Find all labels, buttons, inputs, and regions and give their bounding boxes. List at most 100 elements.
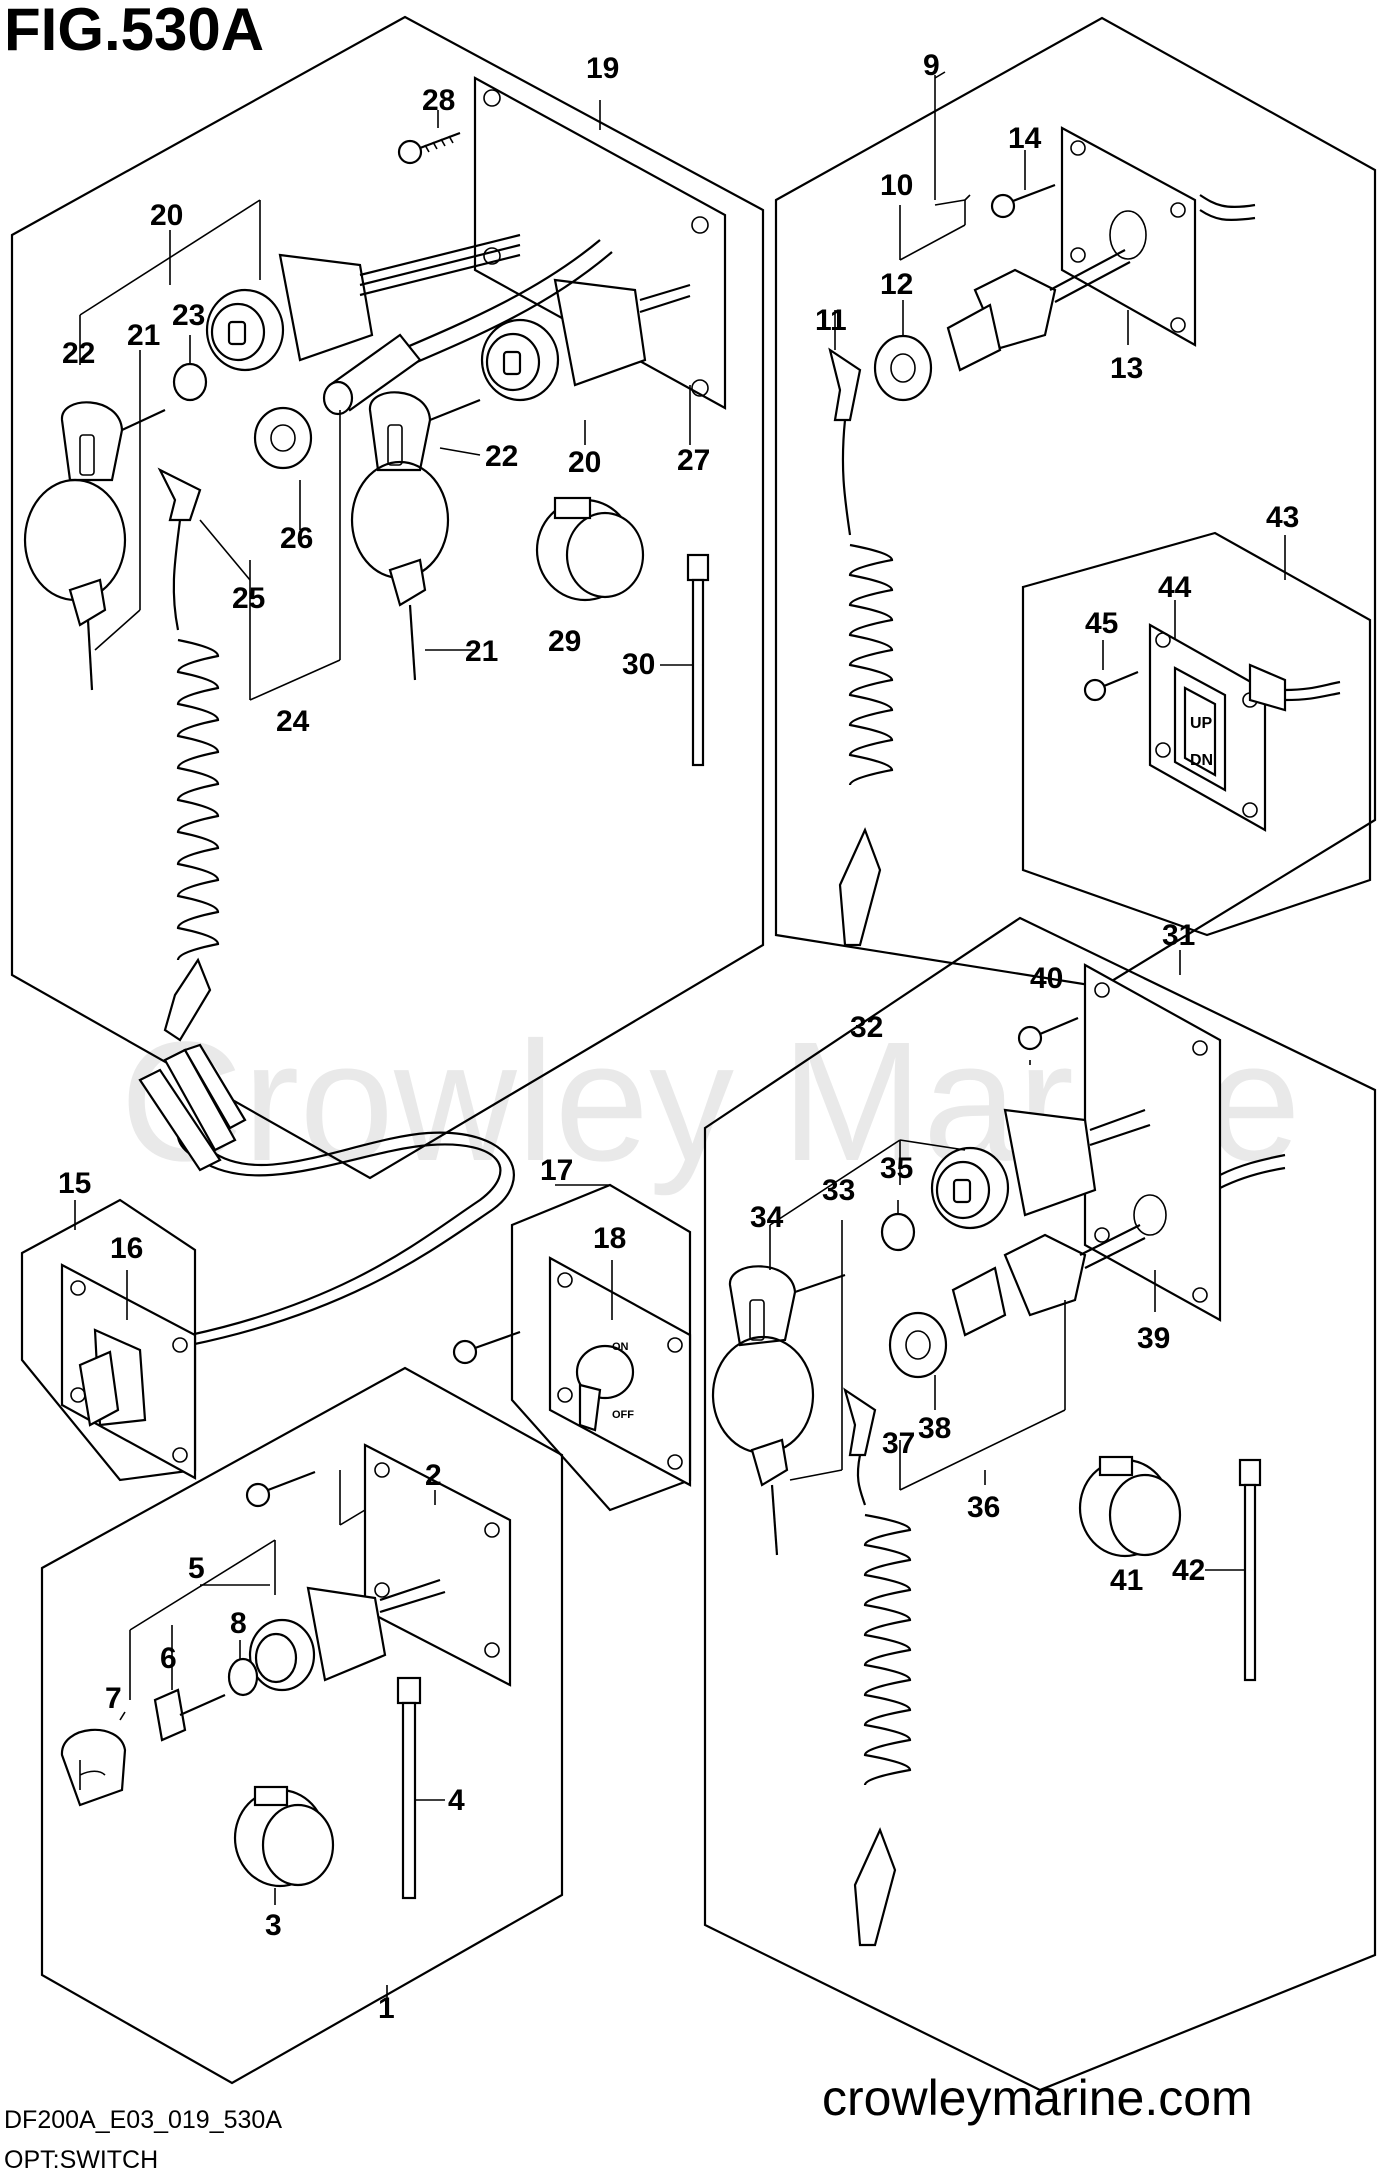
label-20a[interactable]: 20 [150,199,183,232]
label-5[interactable]: 5 [188,1552,205,1585]
label-9[interactable]: 9 [923,49,940,82]
leader-lines-17 [555,1184,613,1320]
group-box-43 [1021,531,1372,937]
leader-lines-1 [119,1470,445,2000]
label-34[interactable]: 34 [750,1201,784,1234]
label-24[interactable]: 24 [276,705,310,738]
switch-16 [78,1328,147,1427]
label-26[interactable]: 26 [280,522,313,555]
screw-14 [990,183,1056,219]
label-11[interactable]: 11 [815,304,847,337]
figure-title: FIG.530A [4,0,264,63]
label-39[interactable]: 39 [1137,1322,1170,1355]
label-35[interactable]: 35 [880,1152,913,1185]
dn-marking: DN [1190,752,1213,769]
part-labels: 28 19 20 23 22 21 22 20 27 26 25 29 21 3… [58,49,1299,2025]
up-marking: UP [1190,715,1213,732]
screw-45 [1083,670,1139,702]
label-4[interactable]: 4 [448,1784,465,1817]
cable-tie-4 [396,1676,422,1900]
harness-cable [138,1043,515,1347]
lanyard-25 [157,467,220,1042]
cap-35 [880,1212,916,1252]
panel-19 [473,76,727,410]
leader-lines-31 [769,950,1245,1571]
label-28[interactable]: 28 [422,84,455,117]
label-12[interactable]: 12 [880,268,913,301]
label-23[interactable]: 23 [172,299,205,332]
label-44[interactable]: 44 [1158,571,1192,604]
key-34 [711,1265,846,1556]
nut-12 [873,334,933,402]
label-27[interactable]: 27 [677,444,710,477]
label-2[interactable]: 2 [425,1459,442,1492]
toggle-switch-18: ON OFF [575,1341,634,1432]
label-7[interactable]: 7 [105,1682,122,1715]
panel-13 [1060,126,1197,347]
key-22-left [23,401,166,691]
screw-2 [245,1470,316,1508]
website-link[interactable]: crowleymarine.com [822,2070,1253,2126]
trim-rocker-44: UP DN [1173,663,1341,792]
lanyard-11 [828,347,894,947]
label-21a[interactable]: 21 [127,319,160,352]
label-22a[interactable]: 22 [62,337,95,370]
stop-switch-24 [322,333,422,416]
leader-lines-15 [74,1200,128,1320]
figure-code: DF200A_E03_019_530A [4,2106,282,2134]
group-box-31 [703,916,1377,2092]
key-22-right [350,391,481,681]
label-3[interactable]: 3 [265,1909,282,1942]
cable-tie-30 [686,553,710,767]
label-16[interactable]: 16 [110,1232,143,1265]
nut-26 [253,406,313,470]
label-43[interactable]: 43 [1266,501,1299,534]
label-42[interactable]: 42 [1172,1554,1205,1587]
stop-switch-10 [946,249,1131,372]
cap-23 [172,362,208,402]
leader-lines-top-left [79,100,693,701]
on-marking: ON [612,1341,629,1353]
label-15[interactable]: 15 [58,1167,91,1200]
label-22b[interactable]: 22 [485,440,518,473]
label-41[interactable]: 41 [1110,1564,1143,1597]
figure-caption: OPT:SWITCH [4,2146,158,2174]
label-18[interactable]: 18 [593,1222,626,1255]
label-20b[interactable]: 20 [568,446,601,479]
nut-38 [888,1311,948,1379]
label-33[interactable]: 33 [822,1174,855,1207]
label-31[interactable]: 31 [1162,919,1195,952]
label-14[interactable]: 14 [1008,122,1042,155]
label-30[interactable]: 30 [622,648,655,681]
key-switch-20-right [480,278,691,402]
label-29[interactable]: 29 [548,625,581,658]
label-40[interactable]: 40 [1030,962,1063,995]
label-17[interactable]: 17 [540,1154,573,1187]
key-switch-20-left [205,233,521,372]
label-10[interactable]: 10 [880,169,913,202]
label-1[interactable]: 1 [378,1992,395,2025]
label-6[interactable]: 6 [160,1642,177,1675]
off-marking: OFF [612,1409,634,1421]
label-32[interactable]: 32 [850,1011,883,1044]
label-13[interactable]: 13 [1110,352,1143,385]
label-25[interactable]: 25 [232,582,265,615]
cap-8 [227,1657,259,1697]
key-switch-5 [248,1578,446,1692]
screw-28 [397,131,461,165]
group-box-19 [10,15,765,1180]
label-38[interactable]: 38 [918,1412,951,1445]
label-45[interactable]: 45 [1085,607,1118,640]
leader-lines-43 [1102,535,1286,670]
label-19[interactable]: 19 [586,52,619,85]
plug-3 [233,1785,335,1888]
label-36[interactable]: 36 [967,1491,1000,1524]
plug-41 [1078,1455,1182,1558]
label-21b[interactable]: 21 [465,635,498,668]
key-cover-7 [60,1728,127,1807]
screw-17 [452,1330,521,1365]
key-switch-32 [930,1108,1151,1230]
label-8[interactable]: 8 [230,1607,247,1640]
label-37[interactable]: 37 [882,1427,915,1460]
